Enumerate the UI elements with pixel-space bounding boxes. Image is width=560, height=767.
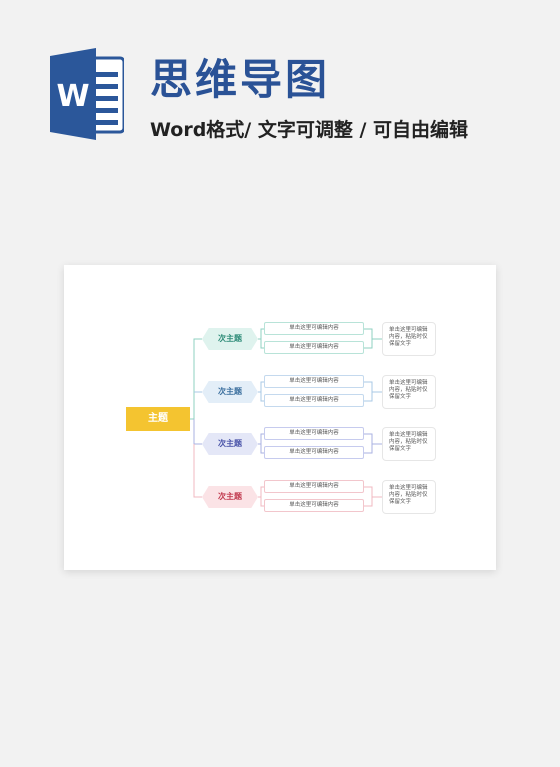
note-1-line-3: 保留文字 [389,341,412,347]
page-title: 思维导图 [150,55,331,104]
leaf-1-2[interactable]: 单击这里可编辑内容 [264,341,364,354]
note-3[interactable]: 单击这里可编辑 内容，粘贴时仅 保留文字 [382,427,436,461]
word-logo-icon: W [50,48,124,140]
subtopic-2[interactable]: 次主题 [202,381,258,403]
connector-branch1-note [364,328,382,349]
word-logo-letter: W [56,79,89,114]
note-4-line-3: 保留文字 [389,499,412,505]
note-2-line-2: 内容，粘贴时仅 [389,387,428,393]
note-3-line-1: 单击这里可编辑 [389,432,428,438]
connector-main-branch3 [193,419,202,445]
note-4[interactable]: 单击这里可编辑 内容，粘贴时仅 保留文字 [382,480,436,514]
note-2-line-3: 保留文字 [389,394,412,400]
note-3-line-3: 保留文字 [389,446,412,452]
note-2[interactable]: 单击这里可编辑 内容，粘贴时仅 保留文字 [382,375,436,409]
leaf-4-2[interactable]: 单击这里可编辑内容 [264,499,364,512]
subtopic-1[interactable]: 次主题 [202,328,258,350]
note-2-line-1: 单击这里可编辑 [389,380,428,386]
connector-branch3-note [364,433,382,454]
leaf-2-1[interactable]: 单击这里可编辑内容 [264,375,364,388]
leaf-3-2[interactable]: 单击这里可编辑内容 [264,446,364,459]
connector-branch2-leaves [258,381,264,402]
leaf-2-2[interactable]: 单击这里可编辑内容 [264,394,364,407]
note-1-line-1: 单击这里可编辑 [389,327,428,333]
connector-branch1-leaves [258,328,264,349]
main-topic[interactable]: 主题 [126,407,190,431]
note-1[interactable]: 单击这里可编辑 内容，粘贴时仅 保留文字 [382,322,436,356]
connector-main-branch4 [193,444,202,498]
leaf-4-1[interactable]: 单击这里可编辑内容 [264,480,364,493]
note-3-line-2: 内容，粘贴时仅 [389,439,428,445]
leaf-3-1[interactable]: 单击这里可编辑内容 [264,427,364,440]
subtopic-4[interactable]: 次主题 [202,486,258,508]
note-1-line-2: 内容，粘贴时仅 [389,334,428,340]
connector-branch4-note [364,486,382,507]
connector-main-branch1 [190,338,202,420]
note-4-line-1: 单击这里可编辑 [389,485,428,491]
note-4-line-2: 内容，粘贴时仅 [389,492,428,498]
leaf-1-1[interactable]: 单击这里可编辑内容 [264,322,364,335]
connector-branch4-leaves [258,486,264,507]
connector-branch2-note [364,381,382,402]
page-subtitle: Word格式/ 文字可调整 / 可自由编辑 [150,119,469,141]
connector-branch3-leaves [258,433,264,454]
subtopic-3[interactable]: 次主题 [202,433,258,455]
